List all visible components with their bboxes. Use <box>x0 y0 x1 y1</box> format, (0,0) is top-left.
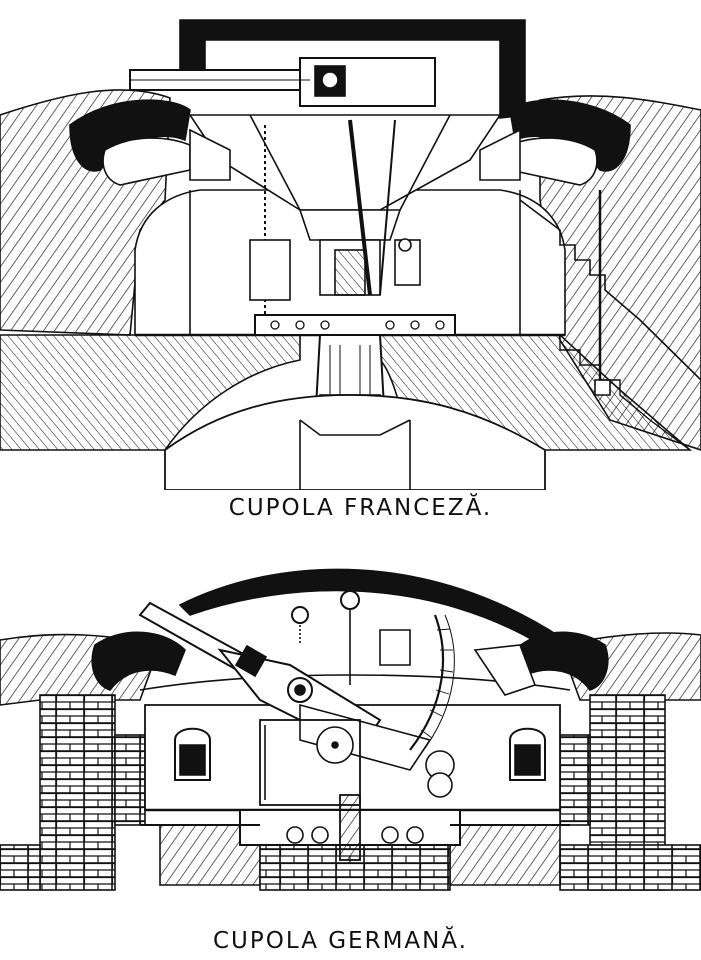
pivot-base <box>140 794 570 861</box>
glacis-armor-rings <box>91 631 609 691</box>
glacis-armor-rings <box>69 99 631 186</box>
german-cupola-caption: CUPOLA GERMANĂ. <box>212 928 468 954</box>
counterweight-chain <box>249 125 611 396</box>
elevation-arc <box>409 614 455 756</box>
french-cupola-drawing <box>0 19 701 490</box>
wheels-and-gears <box>287 590 455 798</box>
stepped-passage <box>440 199 701 451</box>
base-ring <box>254 314 456 336</box>
turret-frame <box>188 114 521 211</box>
armored-dome <box>178 568 567 651</box>
french-cupola-caption: CUPOLA FRANCEZĂ. <box>228 495 493 521</box>
carriage-frame <box>259 629 537 806</box>
gun-chamber <box>139 674 571 812</box>
brick-walls <box>0 694 701 891</box>
gun-barrel <box>129 57 436 107</box>
central-pivot <box>298 119 421 296</box>
masonry-vault <box>164 394 546 490</box>
arched-windows <box>174 727 546 781</box>
german-cupola-drawing <box>0 555 701 915</box>
